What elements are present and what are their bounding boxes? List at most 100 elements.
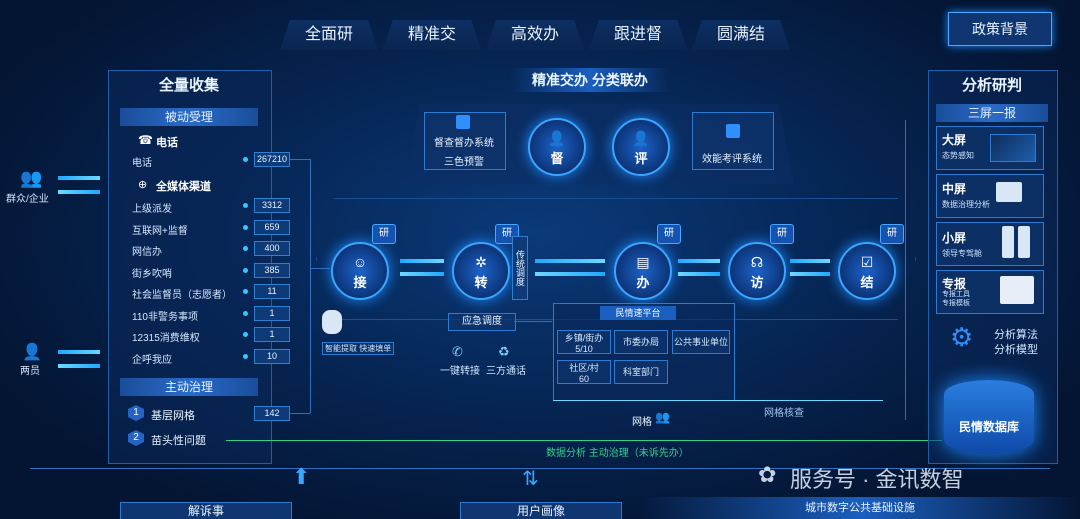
yan-badge: 研 [770,224,794,244]
chart-icon [726,124,740,138]
three-screens-header: 三屏一报 [936,104,1048,122]
arrow-right [58,350,100,354]
ping-node[interactable]: 👤评 [612,118,670,176]
tab-quanmianyan[interactable]: 全面研 [280,20,378,50]
passive-header: 被动受理 [120,108,258,126]
evaluation-system-label: 效能考评系统 [702,154,762,165]
phone-thumbnail [1002,226,1014,258]
media-header: 全媒体渠道 [156,181,211,193]
supervision-system-label: 督查督办系统 [434,138,494,149]
arrow-right [790,259,830,263]
bottom-left-button[interactable]: 解诉事 [120,502,292,519]
grid-check-label: 网格核查 [764,408,804,419]
channel-value: 10 [254,349,290,364]
active-item-value: 142 [254,406,290,421]
connector [553,400,883,401]
arrow-right [678,259,720,263]
screen-name: 大屏 [942,133,967,147]
arrow-right [400,259,444,263]
screen-desc: 数据治理分析 [942,200,990,209]
tab-jingzhunjiao[interactable]: 精准交 [383,20,481,50]
zhuan-node[interactable]: ✲转 [452,242,510,300]
arrow-left [535,272,605,276]
watermark: 服务号 · 金讯数智 [790,467,964,492]
right-panel-title: 分析研判 [961,77,1022,94]
yan-badge: 研 [657,224,681,244]
traditional-dispatch-tag: 传统调度 [512,236,528,300]
phone-thumbnail [1018,226,1030,258]
report-thumbnail [1000,276,1034,304]
connector [290,159,310,160]
database-label: 民情数据库 [958,420,1019,434]
phone-row-label: 电话 [132,158,152,169]
swap-vertical-icon: ⇅ [522,468,539,490]
ban-node[interactable]: ▤办 [614,242,672,300]
jie-end-node[interactable]: ☑结 [838,242,896,300]
ai-fill-label: 智能提取 快速填单 [322,342,395,355]
screen-card[interactable] [936,174,1044,218]
tab-yuanmanjie[interactable]: 圆满结 [692,20,790,50]
yan-badge: 研 [372,224,396,244]
actor-staff-label: 两员 [20,366,40,377]
phone-row-value: 267210 [254,152,290,167]
evaluation-system-box [692,112,774,170]
center-title: 精准交办 分类联办 [510,68,670,92]
book-icon: ▤ [636,254,650,270]
screen-name: 中屏 [942,182,967,196]
tab-gaoxiaoban[interactable]: 高效办 [486,20,584,50]
policy-background-button[interactable]: 政策背景 [948,12,1052,46]
people-icon: 👥 [655,410,670,424]
channel-label: 互联网+监督 [132,226,188,237]
channel-label: 社会监督员（志愿者） [132,290,232,301]
channel-value: 385 [254,263,290,278]
row-dot [243,354,248,359]
du-node[interactable]: 👤督 [528,118,586,176]
jie-node[interactable]: ☺接 [331,242,389,300]
row-dot [243,157,248,162]
row-dot [243,289,248,294]
fang-node[interactable]: ☊访 [728,242,786,300]
screen-name: 专报 [942,277,967,291]
arrow-left [678,272,720,276]
arrow-up-icon: ⬆ [292,464,311,489]
infrastructure-title: 城市数字公共基础设施 [640,497,1080,519]
connector [30,468,1050,469]
screen-desc: 态势感知 [942,151,974,160]
arrow-left [400,272,444,276]
brain-icon: ✲ [475,254,487,270]
connector [514,321,552,322]
platform-title: 民情速平台 [600,306,676,320]
person-icon: 👤 [632,130,650,146]
channel-value: 659 [254,220,290,235]
row-dot [243,225,248,230]
channel-value: 11 [254,284,290,299]
active-item-number: 2 [128,430,144,446]
tab-genjindu[interactable]: 跟进督 [589,20,687,50]
active-item-label: 基层网格 [151,410,195,422]
robot-icon: ☺ [352,254,368,270]
connector [310,268,330,269]
arrow-right [535,259,605,263]
connector [310,159,311,413]
screen-desc: 专报工具 专报模板 [942,291,970,307]
phone-header: 电话 [156,137,178,149]
dashboard-thumbnail [990,134,1036,162]
platform-cell: 市委办局 [614,330,668,354]
emergency-dispatch: 应急调度 [448,313,516,331]
checklist-icon: ☑ [860,254,874,270]
connector [905,120,906,420]
yan-badge: 研 [880,224,904,244]
three-color-warning: 三色预警 [444,157,484,168]
left-panel-title: 全量收集 [158,77,219,94]
channel-label: 企呼我应 [132,355,172,366]
arrow-left [790,272,830,276]
row-dot [243,311,248,316]
bottom-flow-label: 数据分析 主动治理（未诉先办） [546,448,689,459]
channel-label: 街乡吹哨 [132,269,172,280]
headset-icon: ☊ [750,254,764,270]
bottom-mid-button[interactable]: 用户画像 [460,502,622,519]
document-icon [456,115,470,129]
screen-name: 小屏 [942,231,967,245]
